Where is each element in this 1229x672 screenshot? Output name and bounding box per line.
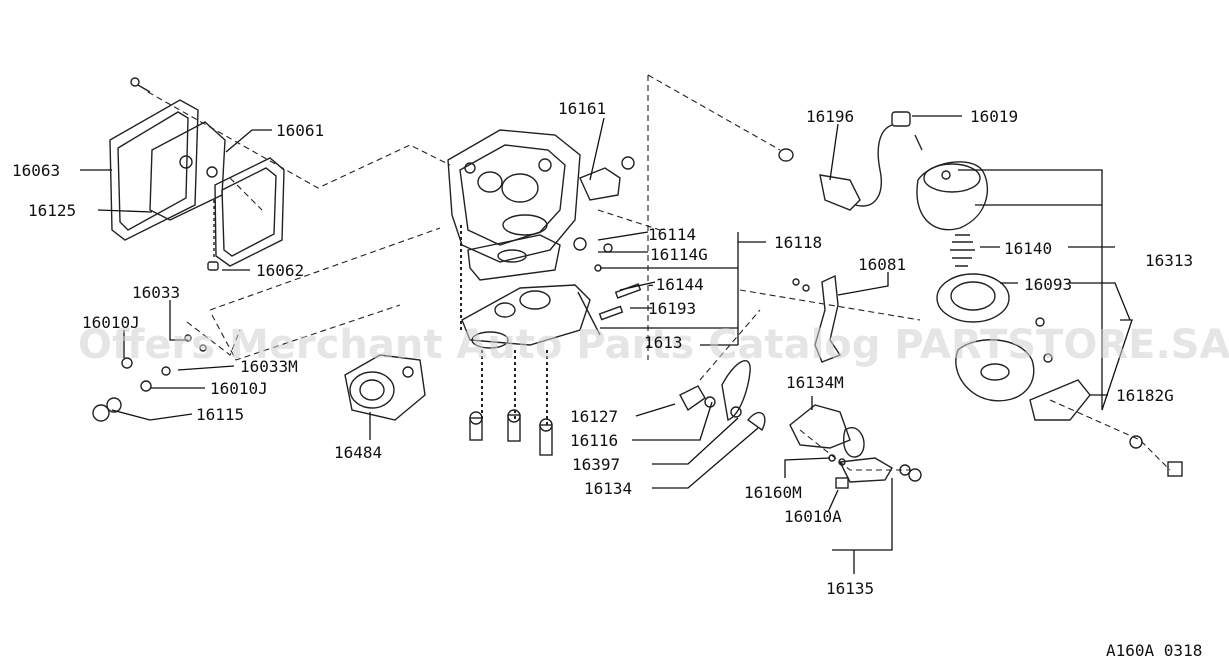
callout-16182g: 16182G (1116, 386, 1174, 405)
figure-code: A160A 0318 (1106, 641, 1202, 660)
watermark-text: Offers Merchant Auto Parts Catalog PARTS… (78, 322, 1229, 368)
callout-16161: 16161 (558, 99, 606, 118)
callout-16010j-lower: 16010J (210, 379, 268, 398)
callout-16125: 16125 (28, 201, 76, 220)
callout-16134m: 16134M (786, 373, 844, 392)
callout-16116: 16116 (570, 431, 618, 450)
callout-16033: 16033 (132, 283, 180, 302)
callout-16313: 16313 (1145, 251, 1193, 270)
callout-16135: 16135 (826, 579, 874, 598)
callout-16061: 16061 (276, 121, 324, 140)
callout-16033m: 16033M (240, 357, 298, 376)
diaphragm-chamber (916, 161, 1183, 477)
callout-16118: 16118 (774, 233, 822, 252)
callout-labels: 16161 16196 16019 16061 16063 16125 1606… (12, 99, 1202, 660)
fuel-cut-solenoid (778, 111, 923, 211)
callout-16010a: 16010A (784, 507, 842, 526)
carburetor-body (447, 129, 581, 281)
callout-1613x: 1613 (644, 333, 683, 352)
callout-16081: 16081 (858, 255, 906, 274)
callout-16010j-upper: 16010J (82, 313, 140, 332)
callout-16115: 16115 (196, 405, 244, 424)
callout-16193: 16193 (648, 299, 696, 318)
callout-16063: 16063 (12, 161, 60, 180)
callout-16114: 16114 (648, 225, 696, 244)
link-arm (792, 274, 842, 363)
air-horn-cover (109, 77, 285, 271)
alignment-lines (147, 74, 1171, 471)
callout-16127: 16127 (570, 407, 618, 426)
callout-16093: 16093 (1024, 275, 1072, 294)
callout-16144: -16144 (646, 275, 704, 294)
callout-16484: 16484 (334, 443, 382, 462)
small-fasteners-left (92, 334, 207, 422)
callout-16019: 16019 (970, 107, 1018, 126)
throttle-levers (679, 360, 922, 489)
callout-16062: 16062 (256, 261, 304, 280)
callout-16397: 16397 (572, 455, 620, 474)
callout-16160m: 16160M (744, 483, 802, 502)
pump-housing (344, 354, 426, 421)
leader-lines (80, 115, 1133, 574)
callout-16140: 16140 (1004, 239, 1052, 258)
callout-16134: 16134 (584, 479, 632, 498)
mounting-screws (469, 409, 553, 456)
throttle-body (461, 284, 601, 349)
callout-16196: 16196 (806, 107, 854, 126)
callout-16114g: 16114G (650, 245, 708, 264)
